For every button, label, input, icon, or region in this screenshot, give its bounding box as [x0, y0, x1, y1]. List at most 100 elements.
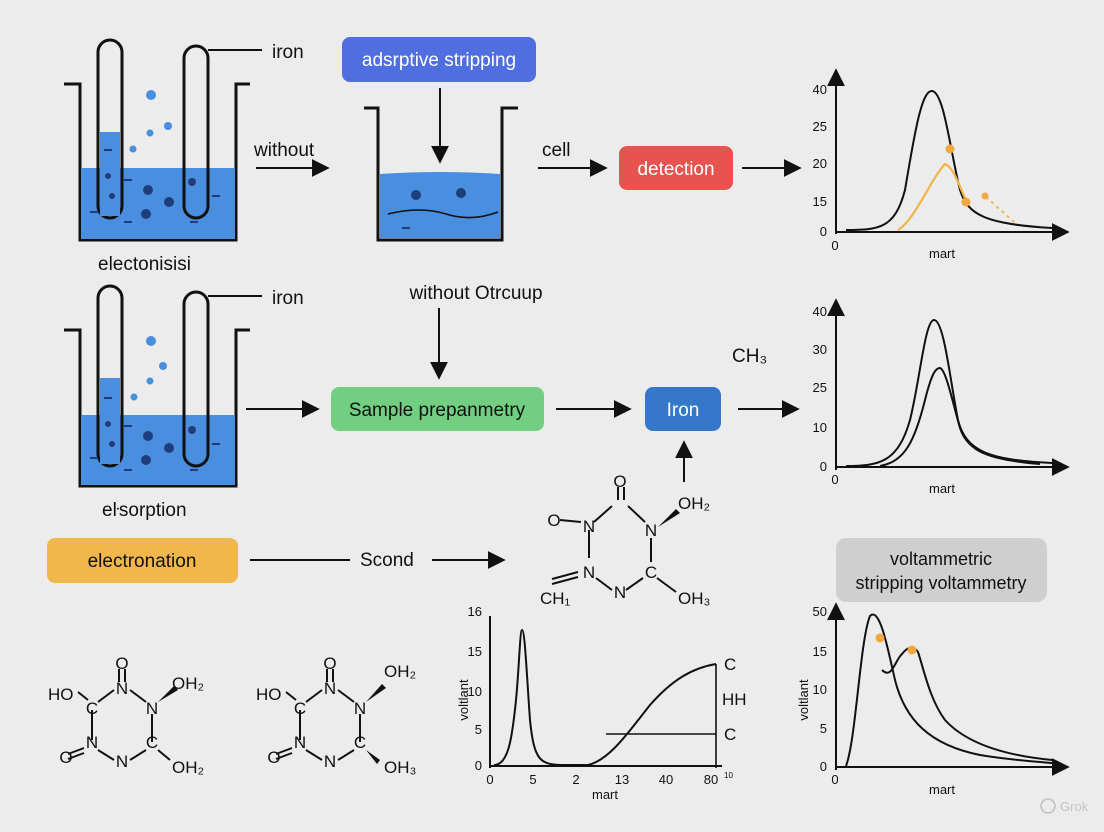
- svg-text:adsrptive stripping: adsrptive stripping: [362, 50, 516, 71]
- chart2-xlabel: mart: [929, 481, 955, 496]
- chart4-ytick-50: 50: [813, 604, 827, 619]
- svg-text:N: N: [614, 583, 626, 602]
- svg-text:N: N: [86, 733, 98, 752]
- chart3-annotation-hh: HH: [722, 690, 747, 709]
- iron-label-1: iron: [272, 42, 304, 63]
- svg-text:N: N: [583, 517, 595, 536]
- chart1-series-black: [845, 90, 1053, 231]
- chart4-xlabel: mart: [929, 782, 955, 797]
- svg-text:HO: HO: [48, 685, 74, 704]
- electrode-left: [96, 38, 124, 220]
- chart-4: 50 15 10 5 0 voltlant 0 mart: [796, 602, 1070, 797]
- svg-text:O: O: [267, 748, 280, 767]
- chart2-series-1: [845, 318, 1053, 467]
- svg-text:C: C: [645, 563, 657, 582]
- chart4-marker: [875, 633, 885, 643]
- molecule-middle: O HO N C N N C N O OH₂ OH₃: [256, 654, 416, 777]
- chart1-ytick-20: 20: [813, 156, 827, 171]
- chart1-series-orange: [897, 162, 969, 231]
- detection-pill: detection: [619, 146, 733, 190]
- chart4-ylabel: voltlant: [796, 679, 811, 721]
- chart3-xtick: 0: [486, 772, 493, 787]
- svg-text:OH₃: OH₃: [384, 758, 416, 777]
- svg-text:O: O: [547, 511, 560, 530]
- chart3-annotation-c1: C: [724, 655, 736, 674]
- svg-text:Iron: Iron: [667, 400, 700, 421]
- chart3-xtick: 80: [704, 772, 718, 787]
- chart4-ytick-5: 5: [820, 721, 827, 736]
- chart2-ytick-30: 30: [813, 342, 827, 357]
- chart1-marker: [945, 144, 955, 154]
- stripping-vessel: [364, 106, 518, 242]
- svg-text:C: C: [354, 733, 366, 752]
- svg-text:HO: HO: [256, 685, 282, 704]
- svg-text:N: N: [324, 679, 336, 698]
- electrode-right: [182, 290, 210, 468]
- sample-pill: Sample prepanmetry: [331, 387, 544, 431]
- svg-text:electronation: electronation: [88, 551, 197, 572]
- chart3-ytick-0: 0: [475, 758, 482, 773]
- chart3-ylabel: voltlant: [456, 679, 471, 721]
- molecule-left: O HO N C N N C N O OH₂ OH₂: [48, 654, 204, 777]
- chart1-ytick-15: 15: [813, 194, 827, 209]
- stripping-pill: adsrptive stripping: [342, 37, 536, 82]
- chart1-ytick-0: 0: [820, 224, 827, 239]
- svg-text:OH₃: OH₃: [678, 589, 710, 608]
- svg-text:N: N: [354, 699, 366, 718]
- chart1-ytick-25: 25: [813, 119, 827, 134]
- svg-text:OH₂: OH₂: [172, 674, 204, 693]
- cell-label-1: electonisisi: [98, 254, 191, 275]
- svg-text:detection: detection: [637, 159, 714, 180]
- svg-text:OH₂: OH₂: [384, 662, 416, 681]
- chart3-xtick: 40: [659, 772, 673, 787]
- chart1-marker: [981, 192, 989, 200]
- voltammetric-pill: voltammetric stripping voltammetry: [836, 538, 1047, 602]
- chart4-series-2: [881, 646, 1053, 761]
- chart3-ytick-15: 15: [468, 644, 482, 659]
- chart2-ytick-40: 40: [813, 304, 827, 319]
- svg-text:N: N: [146, 699, 158, 718]
- chart1-ytick-40: 40: [813, 82, 827, 97]
- chart4-ytick-0: 0: [820, 759, 827, 774]
- chart2-ytick-10: 10: [813, 420, 827, 435]
- chart2-ytick-25: 25: [813, 380, 827, 395]
- chart-1: 40 25 20 15 0 0 mart: [813, 68, 1070, 261]
- iron-label-2: iron: [272, 288, 304, 309]
- svg-text:C: C: [294, 699, 306, 718]
- chart-2: 40 30 25 10 0 0 mart: [813, 298, 1070, 496]
- svg-text:O: O: [115, 654, 128, 673]
- electrode-left: [96, 284, 124, 468]
- svg-text:C: C: [86, 699, 98, 718]
- svg-text:stripping voltammetry: stripping voltammetry: [855, 573, 1026, 593]
- chart2-series-2: [879, 366, 1041, 467]
- chart3-xexponent: 10: [724, 771, 733, 780]
- chart2-xorigin: 0: [831, 472, 838, 487]
- arrow-label-without: without: [253, 140, 315, 161]
- chart3-xtick: 13: [615, 772, 629, 787]
- chart3-xtick: 5: [529, 772, 536, 787]
- svg-text:N: N: [324, 752, 336, 771]
- chart1-xlabel: mart: [929, 246, 955, 261]
- chart3-ytick-10: 10: [468, 684, 482, 699]
- chart4-xorigin: 0: [831, 772, 838, 787]
- svg-text:N: N: [294, 733, 306, 752]
- svg-text:C: C: [146, 733, 158, 752]
- chart2-ytick-0: 0: [820, 459, 827, 474]
- svg-text:N: N: [583, 563, 595, 582]
- label-without-otrcuup: without Otrcuup: [408, 283, 542, 304]
- chart3-xlabel: mart: [592, 787, 618, 802]
- chart4-marker: [907, 645, 917, 655]
- chart3-ytick-5: 5: [475, 722, 482, 737]
- svg-text:OH₂: OH₂: [172, 758, 204, 777]
- svg-text:N: N: [645, 521, 657, 540]
- chart3-series-peak: [493, 628, 588, 766]
- chart3-xtick: 2: [572, 772, 579, 787]
- svg-text:CH₁: CH₁: [540, 589, 571, 608]
- electrochemical-cell-1: [64, 38, 262, 242]
- svg-text:N: N: [116, 679, 128, 698]
- svg-text:O: O: [613, 472, 626, 491]
- label-ch3: CH₃: [732, 346, 767, 367]
- chart-3: 16 15 10 5 0 voltlant 0 5 2 13 40 80 10 …: [456, 604, 747, 802]
- iron-pill: Iron: [645, 387, 721, 431]
